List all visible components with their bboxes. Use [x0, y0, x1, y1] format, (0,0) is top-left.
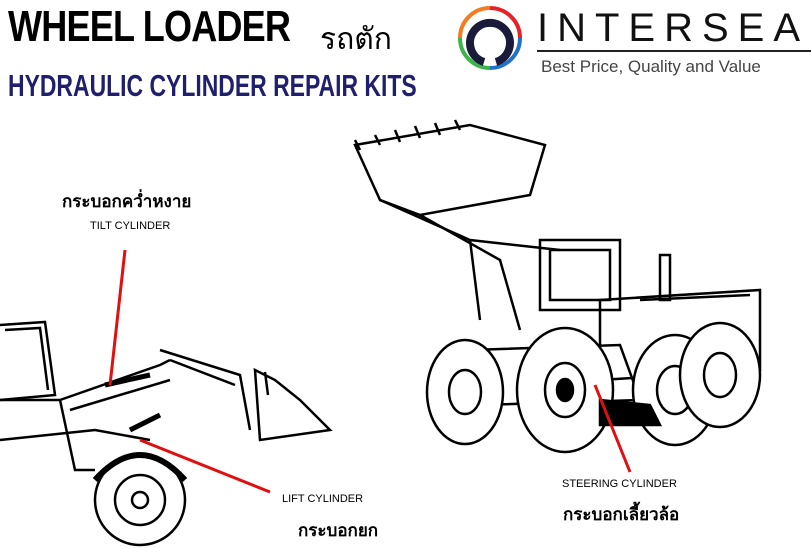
brand-tagline: Best Price, Quality and Value	[541, 57, 761, 76]
steering-cylinder-pointer	[593, 384, 632, 473]
lift-cylinder-label: LIFT CYLINDER	[282, 493, 364, 505]
page-title-thai: รถตัก	[320, 23, 392, 56]
right-loader-drawing	[353, 119, 762, 454]
lift-cylinder-pointer	[139, 438, 271, 494]
tilt-cylinder-label: TILT CYLINDER	[90, 220, 171, 232]
steering-cylinder-label: STEERING CYLINDER	[562, 478, 677, 490]
page-subtitle: HYDRAULIC CYLINDER REPAIR KITS	[8, 68, 417, 103]
left-loader-drawing	[0, 320, 333, 547]
interseal-logo-icon	[458, 6, 522, 70]
lift-cylinder-label-thai: กระบอกยก	[298, 521, 379, 540]
tilt-cylinder-pointer	[108, 249, 127, 386]
brand-divider	[537, 50, 811, 52]
page-title: WHEEL LOADER	[8, 2, 291, 51]
tilt-cylinder-label-thai: กระบอกคว่ำหงาย	[62, 192, 192, 211]
steering-cylinder-label-thai: กระบอกเลี้ยวล้อ	[563, 505, 680, 524]
brand-name: INTERSEAL	[537, 6, 811, 50]
